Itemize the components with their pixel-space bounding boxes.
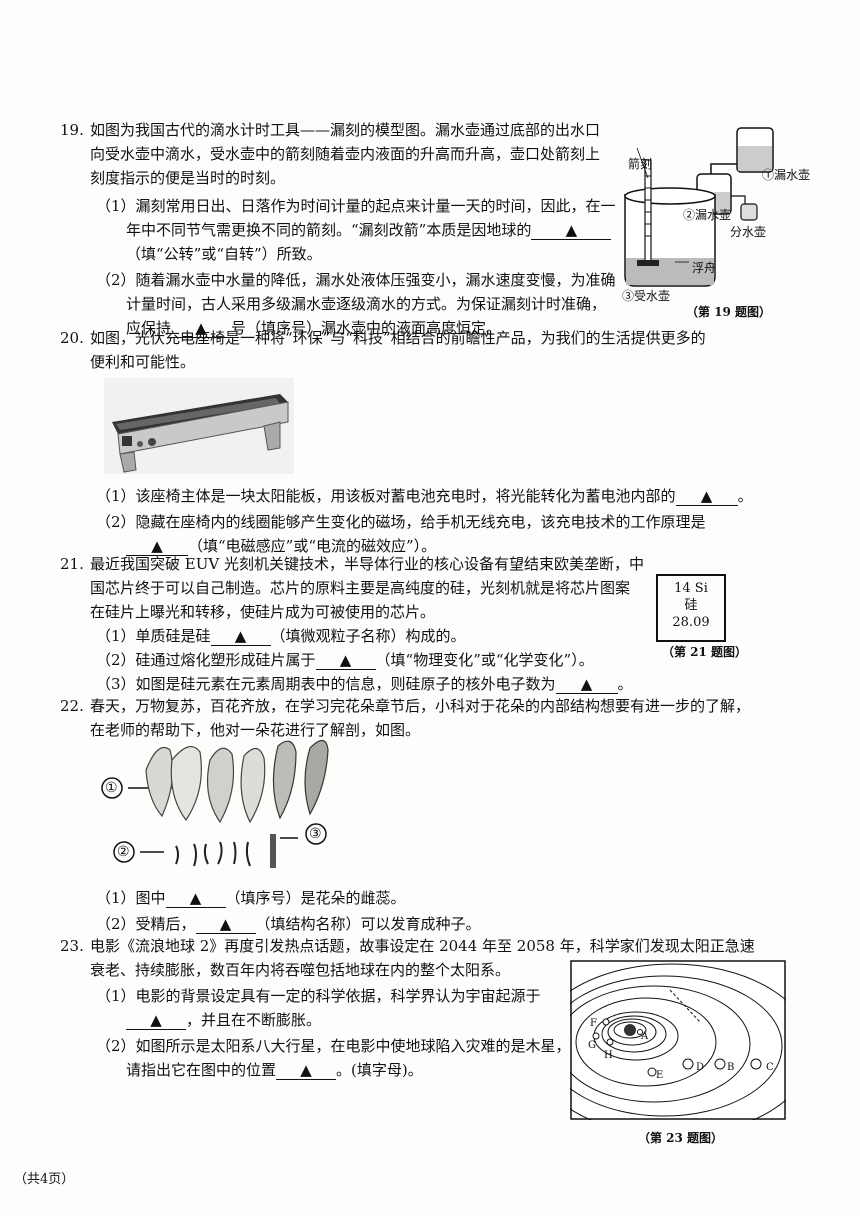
- answer-blank[interactable]: ▲: [675, 487, 738, 506]
- question-22: 22. 春天，万物复苏，百花齐放，在学习完花朵章节后，小科对于花朵的内部结构想要…: [60, 694, 840, 742]
- q21-sub3b: 。: [617, 675, 633, 693]
- label-1: ①: [105, 780, 118, 796]
- answer-blank[interactable]: ▲: [126, 1011, 186, 1030]
- element-number-symbol: 14 Si: [674, 581, 708, 596]
- planet-label-d: D: [696, 1062, 705, 1073]
- q23-line-2: 衰老、持续膨胀，数百年内将吞噬包括地球在内的整个太阳系。: [90, 961, 511, 979]
- answer-blank[interactable]: ▲: [531, 221, 612, 240]
- element-name: 硅: [684, 598, 698, 613]
- q19-sub2-line3b: 号（填序号）漏水壶中的液面高度恒定。: [231, 319, 502, 337]
- q19-line-1: 如图为我国古代的滴水计时工具——漏刻的模型图。漏水壶通过底部的出水口: [90, 121, 601, 139]
- q23-line-1: 电影《流浪地球 2》再度引发热点话题，故事设定在 2044 年至 2058 年，…: [90, 937, 755, 955]
- figure-21-caption: （第 21 题图）: [662, 645, 748, 659]
- planet-label-f: F: [590, 1018, 597, 1029]
- q19-sub1-line2: 年中不同节气需更换不同的箭刻。“漏刻改箭”本质是因地球的: [126, 221, 532, 239]
- question-number: 21.: [60, 555, 84, 573]
- q23-sub1-line2: ，并且在不断膨胀。: [186, 1011, 322, 1029]
- question-number: 19.: [60, 121, 84, 139]
- q19-sub2-line3a: 应保持: [126, 319, 172, 337]
- solar-system-figure: [570, 960, 786, 1120]
- answer-blank[interactable]: ▲: [210, 627, 271, 646]
- question-23: 23. 电影《流浪地球 2》再度引发热点话题，故事设定在 2044 年至 205…: [60, 934, 840, 1082]
- q22-sub1b: （填序号）是花朵的雌蕊。: [225, 889, 406, 907]
- q20-line-1: 如图，光伏充电座椅是一种将“环保”与“科技”相结合的前瞻性产品，为我们的生活提供…: [90, 329, 706, 347]
- label-2: ②: [117, 844, 130, 860]
- figure-23-caption: （第 23 题图）: [638, 1131, 724, 1145]
- q20-sub2-line2: （填“电磁感应”或“电流的磁效应”）。: [188, 537, 437, 555]
- q21-sub3a: （3）如图是硅元素在元素周期表中的信息，则硅原子的核外电子数为: [96, 675, 556, 693]
- question-20-subs: （1）该座椅主体是一块太阳能板，用该板对蓄电池充电时，将光能转化为蓄电池内部的▲…: [60, 484, 820, 558]
- q22-line-2: 在老师的帮助下，他对一朵花进行了解剖，如图。: [90, 721, 421, 739]
- q21-sub1a: （1）单质硅是硅: [96, 627, 211, 645]
- page-count-footer: （共4页）: [14, 1172, 75, 1187]
- question-21: 21. 最近我国突破 EUV 光刻机关键技术，半导体行业的核心设备有望结束欧美垄…: [60, 552, 650, 696]
- q22-sub2b: （填结构名称）可以发育成种子。: [255, 915, 481, 933]
- label-fuzhou: 浮舟: [692, 261, 717, 275]
- silicon-element-tile: 14 Si 硅 28.09: [656, 574, 726, 642]
- label-fenshui: 分水壶: [730, 225, 767, 239]
- flower-dissection-figure: [101, 739, 329, 868]
- q20-sub1-end: 。: [737, 487, 753, 505]
- q23-sub2-line2a: 请指出它在图中的位置: [126, 1061, 277, 1079]
- answer-blank[interactable]: ▲: [195, 915, 256, 934]
- answer-blank[interactable]: ▲: [315, 651, 376, 670]
- q22-sub2a: （2）受精后，: [96, 915, 196, 933]
- q19-sub1-line1: （1）漏刻常用日出、日落作为时间计量的起点来计量一天的时间，因此，在一: [96, 197, 616, 215]
- q21-sub2b: （填“物理变化”或“化学变化”）。: [375, 651, 594, 669]
- answer-blank[interactable]: ▲: [165, 889, 226, 908]
- planet-label-b: B: [727, 1062, 735, 1073]
- planet-label-e: E: [656, 1070, 664, 1081]
- q19-sub2-line2: 计量时间，古人采用多级漏水壶逐级滴水的方式。为保证漏刻计时准确，: [126, 295, 607, 313]
- solar-bench-photo: [104, 378, 294, 474]
- q22-sub1a: （1）图中: [96, 889, 166, 907]
- label-pot-1: ①漏水壶: [762, 168, 811, 182]
- q21-line-2: 国芯片终于可以自己制造。芯片的原料主要是高纯度的硅，光刻机就是将芯片图案: [90, 579, 631, 597]
- q19-line-3: 刻度指示的便是当时的时刻。: [90, 169, 286, 187]
- label-pot-3: ③受水壶: [622, 289, 671, 303]
- answer-blank[interactable]: ▲: [171, 319, 232, 338]
- planet-label-c: C: [766, 1062, 774, 1073]
- question-number: 23.: [60, 937, 84, 955]
- answer-blank[interactable]: ▲: [555, 675, 618, 694]
- q20-sub1: （1）该座椅主体是一块太阳能板，用该板对蓄电池充电时，将光能转化为蓄电池内部的: [96, 487, 676, 505]
- planet-label-a: A: [641, 1031, 649, 1042]
- planet-label-g: G: [588, 1040, 596, 1051]
- answer-blank[interactable]: ▲: [276, 1061, 337, 1080]
- q23-sub1-line1: （1）电影的背景设定具有一定的科学依据，科学界认为宇宙起源于: [96, 987, 541, 1005]
- question-20: 20. 如图，光伏充电座椅是一种将“环保”与“科技”相结合的前瞻性产品，为我们的…: [60, 326, 820, 374]
- label-jianke: 箭刻: [628, 157, 653, 171]
- figure-19-caption: （第 19 题图）: [686, 305, 772, 319]
- q21-line-3: 在硅片上曝光和转移，使硅片成为可被使用的芯片。: [90, 603, 436, 621]
- question-number: 20.: [60, 329, 84, 347]
- q21-sub2a: （2）硅通过熔化塑形成硅片属于: [96, 651, 316, 669]
- q19-sub2-line1: （2）随着漏水壶中水量的降低，漏水处液体压强变小，漏水速度变慢，为准确: [96, 271, 616, 289]
- label-pot-2: ②漏水壶: [683, 208, 732, 222]
- q21-line-1: 最近我国突破 EUV 光刻机关键技术，半导体行业的核心设备有望结束欧美垄断，中: [90, 555, 644, 573]
- q19-sub1-line3: （填“公转”或“自转”）所致。: [126, 245, 322, 263]
- q20-line-2: 便利和可能性。: [90, 353, 196, 371]
- q22-line-1: 春天，万物复苏，百花齐放，在学习完花朵章节后，小科对于花朵的内部结构想要有进一步…: [90, 697, 751, 715]
- question-22-subs: （1）图中▲（填序号）是花朵的雌蕊。 （2）受精后，▲（填结构名称）可以发育成种…: [60, 886, 760, 936]
- question-19: 19. 如图为我国古代的滴水计时工具——漏刻的模型图。漏水壶通过底部的出水口 向…: [60, 118, 640, 340]
- planet-label-h: H: [604, 1050, 613, 1061]
- question-number: 22.: [60, 697, 84, 715]
- element-mass: 28.09: [672, 615, 710, 630]
- water-clock-figure: [624, 127, 774, 287]
- answer-blank[interactable]: ▲: [126, 537, 188, 556]
- q19-line-2: 向受水壶中滴水，受水壶中的箭刻随着壶内液面的升高而升高，壶口处箭刻上: [90, 145, 601, 163]
- label-3: ③: [309, 826, 322, 842]
- q21-sub1b: （填微观粒子名称）构成的。: [270, 627, 466, 645]
- q23-sub2-line1: （2）如图所示是太阳系八大行星，在电影中使地球陷入灾难的是木星，: [96, 1037, 571, 1055]
- q20-sub2-line1: （2）隐藏在座椅内的线圈能够产生变化的磁场，给手机无线充电，该充电技术的工作原理…: [96, 513, 706, 531]
- q23-sub2-line2b: 。(填字母)。: [336, 1061, 423, 1079]
